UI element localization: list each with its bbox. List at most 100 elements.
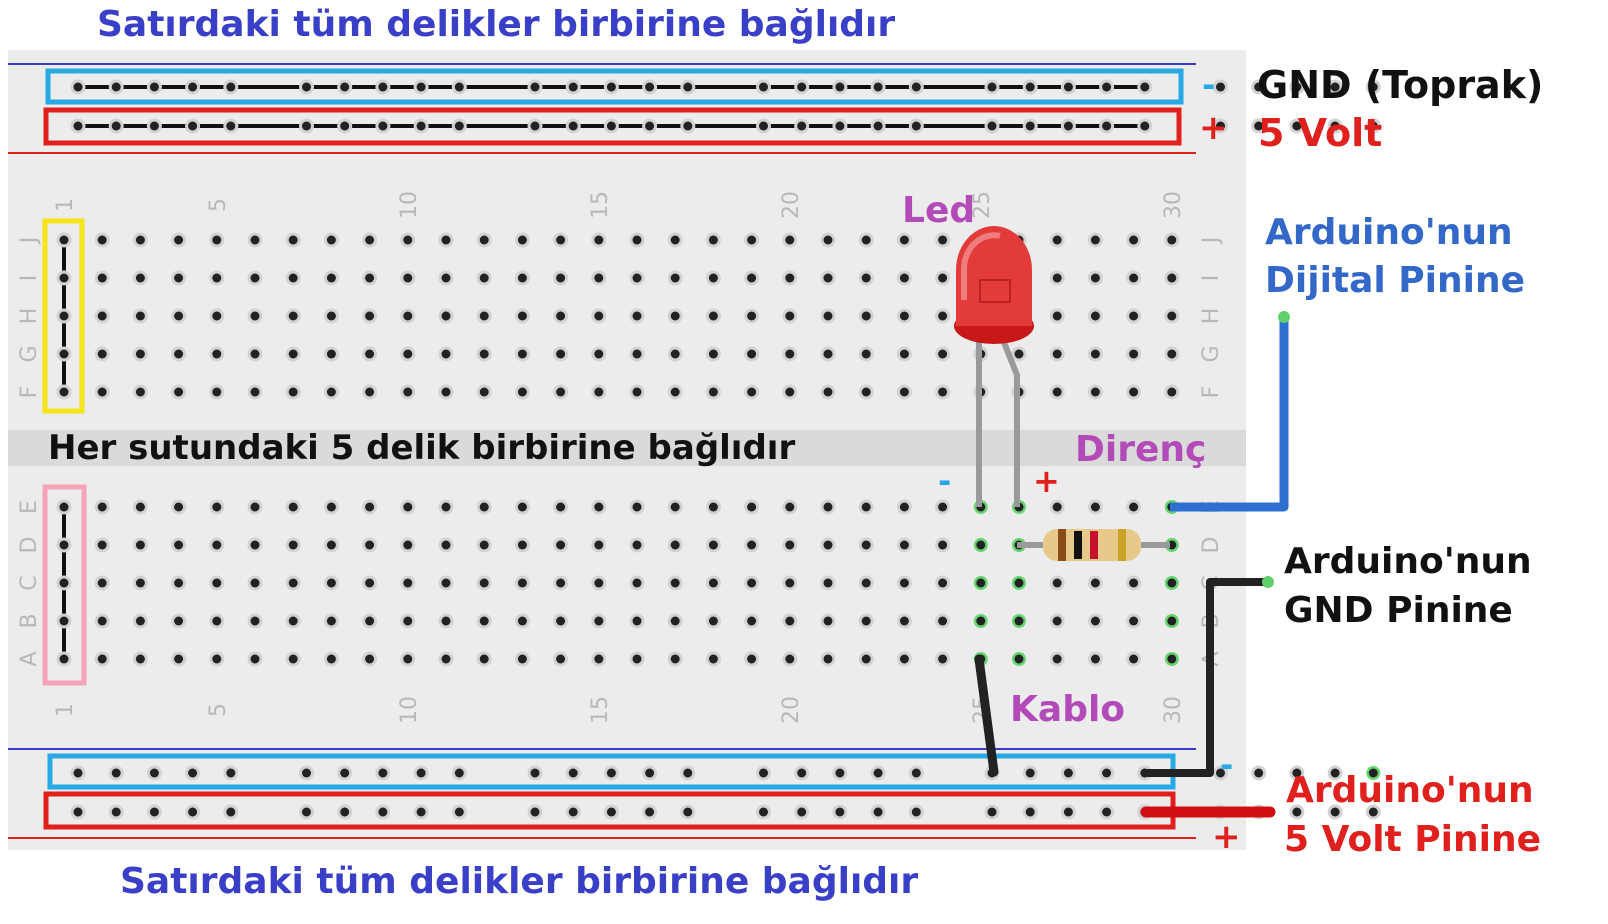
column-1-lower-box [42, 484, 87, 686]
hole-center [441, 273, 451, 283]
hole-center [556, 273, 566, 283]
rail-hole-center [1216, 768, 1225, 778]
rail-hole-center [111, 807, 121, 817]
hole-center [250, 387, 260, 397]
rail-hole-center [454, 807, 464, 817]
hole-center [441, 235, 451, 245]
hole-center [479, 235, 489, 245]
rail-hole-center [568, 807, 578, 817]
hole-center [517, 616, 527, 626]
hole-center [708, 654, 718, 664]
rail-hole-center [1292, 768, 1302, 778]
hole-center [632, 349, 642, 359]
rail-hole-center [911, 807, 921, 817]
hole-center [1167, 349, 1177, 359]
rail-hole-center [606, 768, 616, 778]
hole-center [1052, 273, 1062, 283]
hole-center [288, 578, 298, 588]
hole-center [747, 387, 757, 397]
hole-center [861, 654, 871, 664]
rail-hole-center [226, 121, 236, 131]
hole-center [670, 273, 680, 283]
hole-center [632, 387, 642, 397]
hole-center [365, 654, 375, 664]
row-letter: H [17, 308, 42, 325]
hole-center [938, 654, 948, 664]
resistor [1043, 529, 1141, 561]
rail-hole-center [606, 807, 616, 817]
hole-center [174, 654, 184, 664]
rail-hole-center [302, 121, 311, 131]
hole-center [135, 502, 145, 512]
digital-pin-label-line2: Dijital Pinine [1265, 260, 1525, 301]
rail-hole-center [1216, 121, 1225, 131]
hole-center [288, 540, 298, 550]
hole-center [747, 273, 757, 283]
hole-center [670, 349, 680, 359]
gnd-wire-end [1262, 576, 1274, 588]
led [954, 226, 1034, 344]
hole-center [594, 311, 604, 321]
bottom-minus-sign: - [1220, 746, 1233, 784]
rail-hole-center [1292, 82, 1302, 92]
hole-center [1052, 654, 1062, 664]
hole-center [823, 349, 833, 359]
column-number: 30 [1161, 696, 1186, 724]
hole-center [1052, 616, 1062, 626]
rail-hole-center [302, 82, 311, 92]
hole-center [441, 349, 451, 359]
hole-center [212, 349, 222, 359]
hole-center [174, 616, 184, 626]
hole-center [135, 273, 145, 283]
hole-center [785, 578, 795, 588]
hole-center [1129, 349, 1139, 359]
rail-hole-center [1292, 807, 1302, 817]
row-letter: H [1199, 308, 1224, 325]
hole-center [97, 311, 107, 321]
row-letter: A [17, 651, 42, 666]
hole-center [670, 654, 680, 664]
hole-center [174, 273, 184, 283]
hole-center [747, 578, 757, 588]
hole-center [594, 273, 604, 283]
hole-center [59, 235, 69, 245]
rail-hole-center [797, 807, 807, 817]
row-letter: I [1199, 275, 1224, 282]
rail-hole-center [188, 768, 198, 778]
hole-center [1052, 502, 1062, 512]
rail-hole-center [1140, 82, 1150, 92]
hole-center [823, 540, 833, 550]
rail-hole-center [873, 121, 883, 131]
hole-center [670, 578, 680, 588]
hole-center [899, 235, 909, 245]
column-number: 5 [206, 703, 231, 717]
rail-hole-center [1025, 768, 1035, 778]
hole-center [403, 616, 413, 626]
hole-center [670, 502, 680, 512]
hole-center [708, 349, 718, 359]
hole-center [670, 311, 680, 321]
hole-center [212, 502, 222, 512]
hole-center [708, 311, 718, 321]
rail-hole-center [149, 807, 159, 817]
hole-center [976, 578, 986, 588]
hole-center [823, 654, 833, 664]
row-letter: F [1199, 386, 1224, 399]
hole-center [1167, 654, 1177, 664]
hole-center [479, 311, 489, 321]
hole-center [365, 387, 375, 397]
hole-center [594, 502, 604, 512]
row-letter: B [17, 613, 42, 628]
hole-center [479, 578, 489, 588]
rail-hole-center [759, 82, 768, 92]
hole-center [785, 654, 795, 664]
hole-center [403, 502, 413, 512]
led-leg-anode [1000, 338, 1020, 507]
hole-center [288, 273, 298, 283]
rail-hole-center [568, 768, 578, 778]
rail-hole-center [1254, 82, 1264, 92]
hole-center [479, 273, 489, 283]
rail-hole-center [416, 768, 426, 778]
hole-center [861, 502, 871, 512]
hole-center [556, 349, 566, 359]
